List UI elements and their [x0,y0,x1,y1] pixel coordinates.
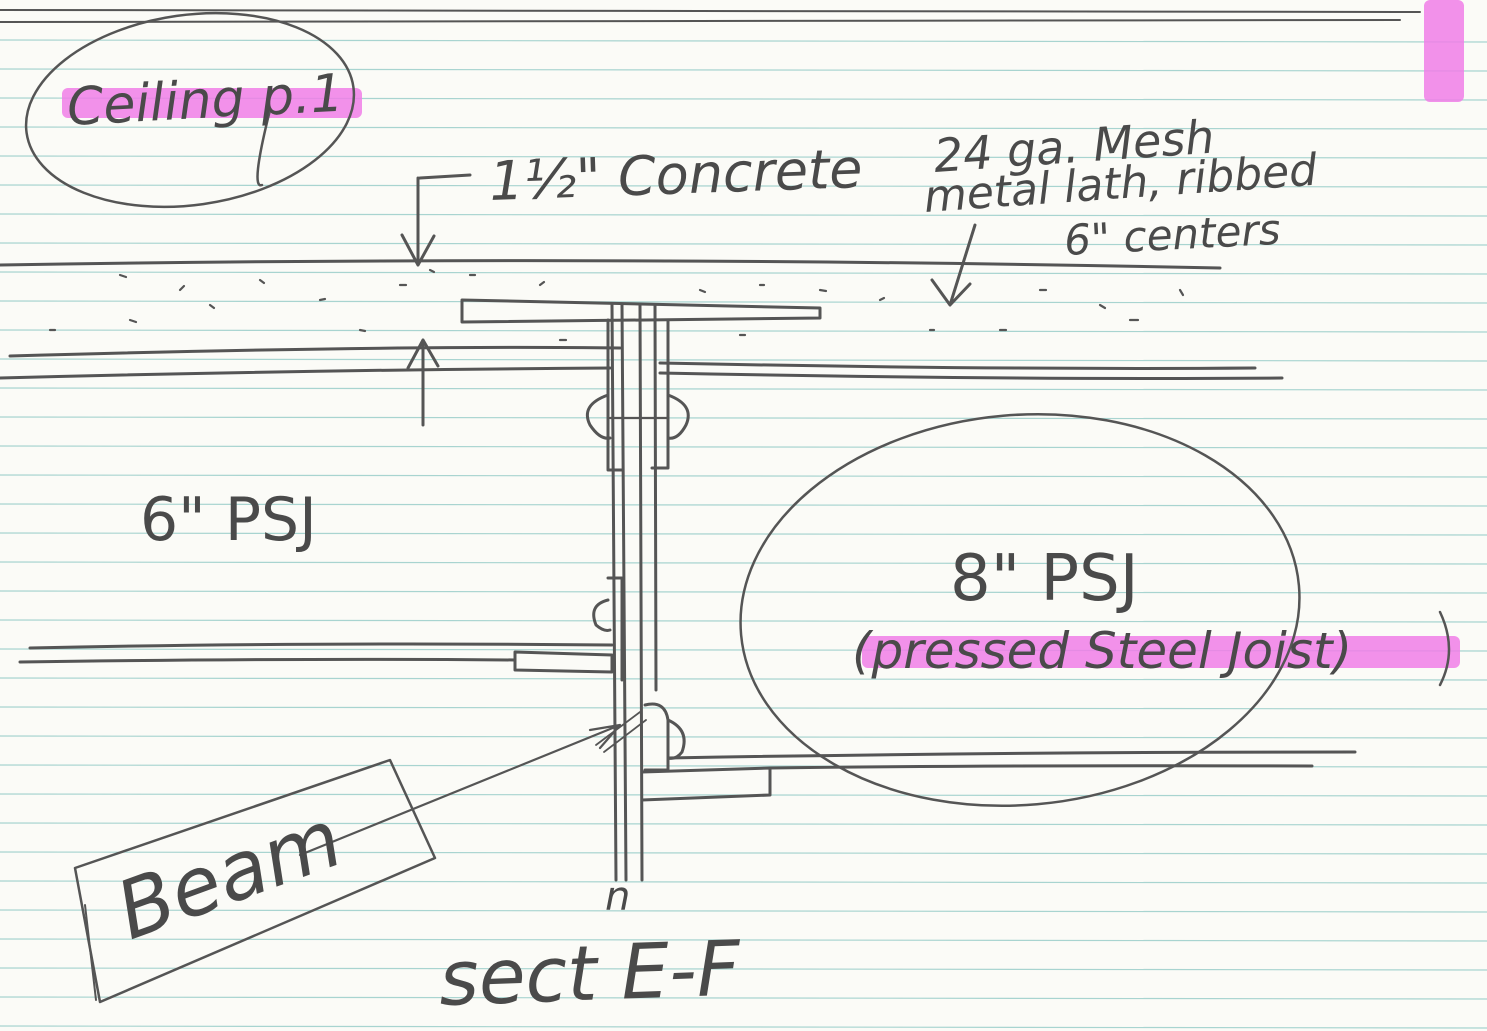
beam-box-inner [84,904,97,1001]
ruled-line [0,1025,1487,1029]
ruled-line [0,503,1487,507]
angle-upper-left [606,318,624,472]
ruled-line [0,358,1487,362]
bolt-upper-right [666,393,690,440]
joist-8-desc: (pressed Steel Joist) [852,622,1352,680]
ruled-line [0,532,1487,536]
ruled-line [0,126,1487,130]
ruled-line [0,851,1487,855]
joist-6-bottom-2 [18,657,517,664]
ruled-line [0,677,1487,681]
joist-ellipse [739,412,1301,808]
mesh-text-3: 6" centers [1063,205,1282,265]
section-text: sect E-F [438,923,743,1023]
joist-paren-right [1438,610,1451,687]
beam-web-left [610,303,618,882]
joist-8-bottom-2 [768,764,1314,770]
ruled-line [0,822,1487,826]
concrete-stipple [48,268,1185,342]
ruled-line [0,561,1487,565]
section-marker: n [605,874,630,920]
bolt-mid-left [592,598,612,632]
highlight-title [62,88,362,118]
mesh-arrow [930,223,977,307]
dim-arrow-down [400,176,436,267]
slab-bottom-line-2 [0,366,612,380]
dim-arrow-up [406,338,440,427]
beam-top-flange [460,298,822,324]
ruled-line [0,300,1487,304]
ruled-line [0,39,1487,43]
ruled-line [0,445,1487,449]
ruled-line [0,387,1487,391]
concrete-text: 1½" Concrete [488,137,863,213]
slab-bottom-line-right-2 [658,371,1284,380]
slab-bottom-line-right [658,361,1257,370]
title-ellipse-tail [256,108,272,187]
ruled-line [0,619,1487,623]
ruled-line [0,474,1487,478]
ruled-line [0,416,1487,420]
angle-mid-left [606,576,624,682]
dim-leader [418,173,472,180]
joist-8-text: 8" PSJ [950,542,1139,616]
beam-web-mid [620,303,628,882]
ruled-line [0,706,1487,710]
seat-angle-left [513,650,614,674]
ruled-line [0,880,1487,884]
ruled-line [0,909,1487,913]
highlighter-marks [62,0,1464,668]
pencil-sketch [0,9,1451,1004]
ruled-line [0,938,1487,942]
highlight-joist-desc [862,636,1460,668]
title-ellipse [24,11,356,209]
seat-angle-right [640,766,772,802]
beam-web-right [638,303,644,882]
slab-bottom-line [8,345,622,358]
hatch [595,711,647,753]
ruled-line [0,271,1487,275]
beam-leader [298,723,622,857]
top-line-2 [0,19,1401,23]
ruled-line [0,184,1487,188]
joist-6-bottom [28,642,614,650]
title-text: Ceiling p.1 [66,64,346,138]
labels: Ceiling p.1 1½" Concrete 24 ga. Mesh met… [66,64,1353,1023]
top-line [0,9,1421,13]
ruled-line [0,967,1487,971]
angle-upper-right [650,318,670,470]
ruled-line [0,735,1487,739]
bolt-upper-left [585,393,612,440]
joist-8-bottom [666,750,1357,760]
ruled-line [0,155,1487,159]
bolt-lower-right [666,718,686,760]
joist-6-text: 6" PSJ [140,485,317,555]
ruled-lines [0,39,1487,1029]
highlight-corner [1424,0,1464,102]
ruled-line [0,68,1487,72]
slab-top-line [0,259,1222,270]
beam-web-right-2 [653,303,658,692]
ruled-line [0,213,1487,217]
ruled-line [0,996,1487,1000]
ruled-line [0,242,1487,246]
ruled-line [0,329,1487,333]
